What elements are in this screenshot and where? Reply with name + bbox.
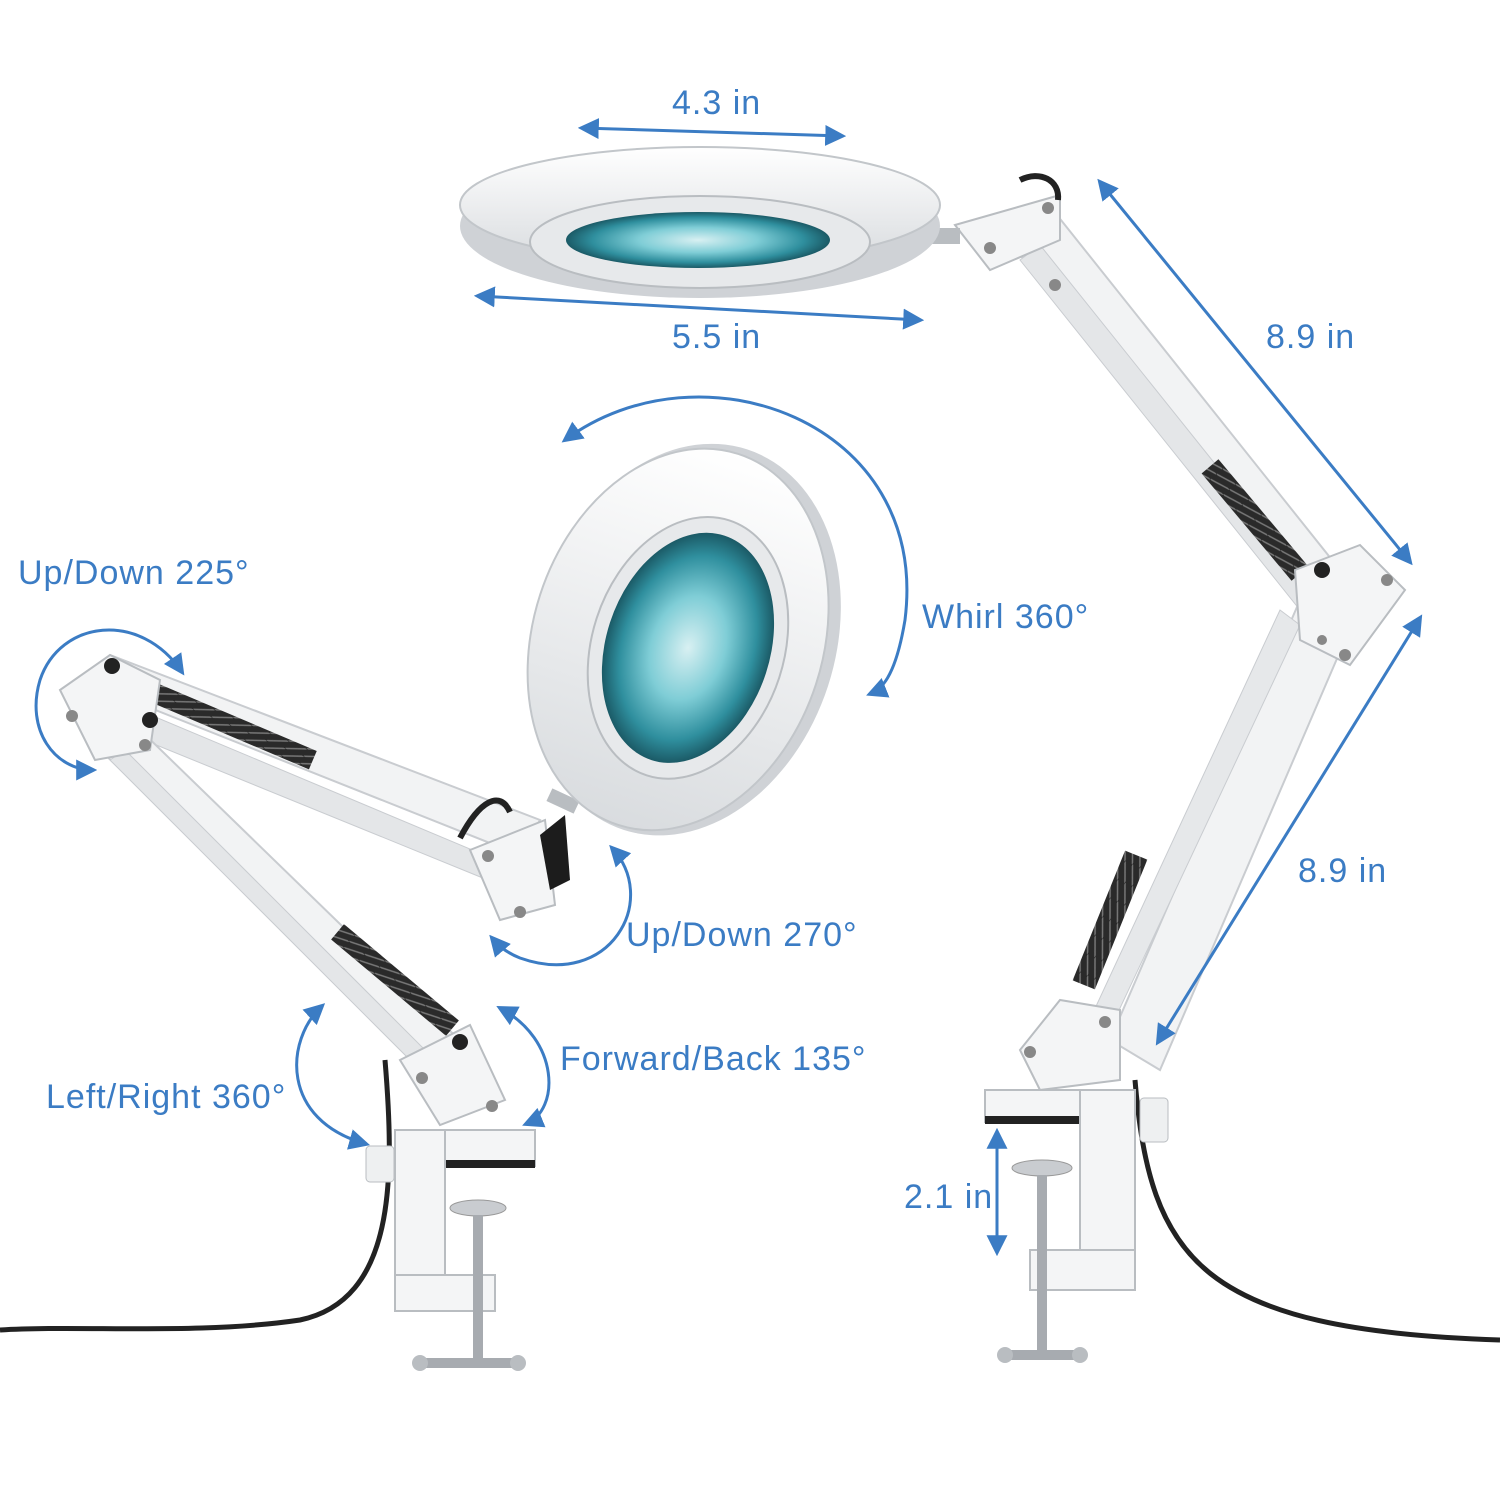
spring-lower-right [1072, 850, 1148, 990]
label-head-up-down: Up/Down 225° [18, 554, 250, 592]
lower-arm-right [1072, 598, 1347, 1072]
label-left-right: Left/Right 360° [46, 1078, 287, 1116]
label-lens-up-down: Up/Down 270° [626, 916, 858, 954]
desk-clamp-left [365, 1129, 536, 1371]
left-lamp [0, 443, 841, 1371]
arc-forward-back [496, 1006, 551, 1128]
upper-arm-right [998, 198, 1342, 611]
label-whirl: Whirl 360° [922, 598, 1090, 636]
label-lens-inner-width: 4.3 in [672, 84, 762, 122]
base-joint-right [1018, 998, 1121, 1092]
arrow-outer-width [473, 286, 925, 330]
annotations [34, 118, 1423, 1257]
magnifier-head-tilted [526, 443, 841, 836]
arc-left-right [295, 1003, 371, 1150]
spring-lower-left [331, 924, 459, 1036]
arrow-lower-arm [1155, 614, 1423, 1046]
desk-clamp-right [984, 1089, 1169, 1363]
spring-upper-left [143, 680, 317, 770]
head-joint-left [457, 788, 580, 922]
arc-lens-up-down [489, 844, 632, 966]
label-upper-arm-length: 8.9 in [1266, 318, 1356, 356]
label-lower-arm-length: 8.9 in [1298, 852, 1388, 890]
lower-arm-left [88, 718, 482, 1096]
label-lens-outer-width: 5.5 in [672, 318, 762, 356]
magnifier-lens-top [566, 212, 830, 268]
arrow-upper-arm [1097, 178, 1413, 566]
power-cable-right [1132, 1079, 1500, 1343]
arc-head-up-down [34, 628, 185, 781]
magnifier-head-top [459, 146, 941, 298]
label-clamp-height: 2.1 in [904, 1178, 994, 1216]
arc-whirl [561, 395, 909, 698]
label-forward-back: Forward/Back 135° [560, 1040, 867, 1078]
arrow-inner-width [577, 118, 847, 146]
